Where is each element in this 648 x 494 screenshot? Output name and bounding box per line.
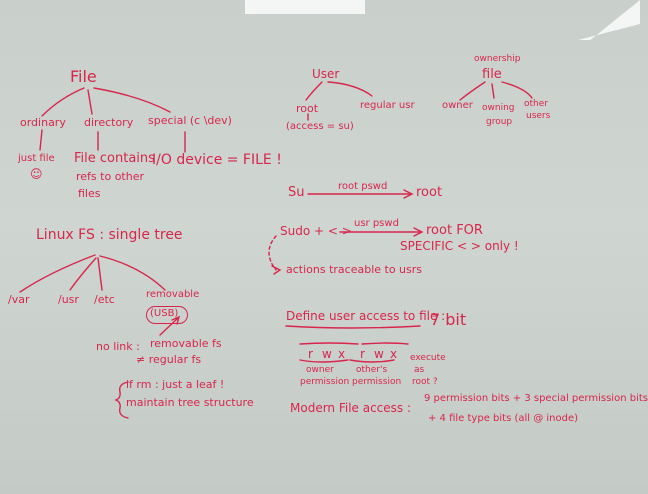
usb-circle xyxy=(146,306,188,324)
maintain-label: maintain tree structure xyxy=(126,396,254,409)
special-label: special (c \dev) xyxy=(148,114,232,127)
su-arrow-head xyxy=(403,189,414,199)
owner-perm-label: owner xyxy=(306,365,334,375)
perm-bit-r2: r xyxy=(360,347,365,361)
others-underline xyxy=(349,359,395,363)
perm-bit-r1: r xyxy=(308,347,313,361)
brace xyxy=(114,381,129,419)
group-label: group xyxy=(486,117,513,127)
ownership-file: file xyxy=(482,67,502,82)
fs-usb: (USB) xyxy=(150,308,179,319)
sudo-label: Sudo + < > xyxy=(280,224,352,238)
root-label: root xyxy=(296,102,319,115)
ownership-branch-other xyxy=(501,81,533,99)
fs-branch-removable xyxy=(99,255,166,291)
user-branch-root xyxy=(305,81,323,101)
ordinary-to-just-file xyxy=(39,129,43,151)
specific-label: SPECIFIC < > only ! xyxy=(400,239,519,253)
regular-fs-label: ≠ regular fs xyxy=(136,353,202,366)
fs-removable: removable xyxy=(146,289,200,300)
ownership-branch-owner xyxy=(459,81,486,101)
if-rm-label: if rm : just a leaf ! xyxy=(126,378,225,391)
other-label: other xyxy=(524,99,548,109)
root-pswd-label: root pswd xyxy=(338,181,388,192)
perm-bit-w1: w xyxy=(322,347,332,361)
fs-branch-usr xyxy=(69,257,97,291)
io-device-label: I/O device = FILE ! xyxy=(152,152,282,168)
file-branch-special xyxy=(93,87,171,113)
su-label: Su xyxy=(288,185,305,200)
nolink-arrow xyxy=(159,317,179,336)
file-branch-ordinary xyxy=(41,87,85,117)
define-label: Define user access to file : xyxy=(286,309,446,323)
nolink-label: no link : xyxy=(96,340,140,353)
perm-bit-w2: w xyxy=(374,347,384,361)
user-branch-regular xyxy=(327,81,373,97)
actions-arrow-head xyxy=(271,265,282,275)
fs-usr: /usr xyxy=(58,293,79,306)
modern-line2: + 4 file type bits (all @ inode) xyxy=(428,413,579,424)
owner-label: owner xyxy=(442,100,473,111)
fs-branch-etc xyxy=(97,257,103,291)
owner-perm-label2: permission xyxy=(300,377,350,387)
others-label: other's xyxy=(356,365,388,375)
ownership-branch-group xyxy=(491,83,495,99)
refs-label: refs to other xyxy=(76,170,144,183)
ordinary-label: ordinary xyxy=(20,116,66,129)
directory-label: directory xyxy=(84,116,134,129)
regular-usr-label: regular usr xyxy=(360,100,415,111)
rwx-bracket-1 xyxy=(299,342,359,345)
file-root: File xyxy=(70,67,97,86)
just-file-label: just file xyxy=(18,153,55,164)
fs-var: /var xyxy=(8,293,30,306)
define-underline xyxy=(285,325,421,329)
rwx-bracket-2 xyxy=(361,342,409,345)
actions-dotted-arrow xyxy=(268,235,277,271)
fs-branch-var xyxy=(19,254,96,293)
files-label: files xyxy=(78,187,101,200)
root-q-label: root ? xyxy=(412,377,438,387)
usr-pswd-label: usr pswd xyxy=(354,218,399,229)
actions-label: actions traceable to usrs xyxy=(286,263,423,276)
owning-label: owning xyxy=(482,103,515,113)
users-label: users xyxy=(526,111,551,121)
seven-bit-label: 7 bit xyxy=(430,310,467,329)
perm-bit-x2: x xyxy=(390,347,398,361)
root-for-label: root FOR xyxy=(426,223,483,238)
execute-label: execute xyxy=(410,353,446,363)
others-perm-label: permission xyxy=(352,377,402,387)
su-root-label: root xyxy=(416,185,443,200)
modern-line1: 9 permission bits + 3 special permission… xyxy=(424,393,648,404)
light-reflection xyxy=(245,0,365,14)
smile-icon: ☺ xyxy=(30,167,43,181)
modern-label: Modern File access : xyxy=(290,401,412,415)
user-root: User xyxy=(312,67,340,81)
as-label: as xyxy=(414,365,425,375)
sudo-arrow-head xyxy=(413,227,424,237)
removable-fs-label: removable fs xyxy=(150,337,222,350)
perm-bit-x1: x xyxy=(338,347,346,361)
access-su-label: (access = su) xyxy=(286,121,354,132)
file-branch-directory xyxy=(87,89,93,115)
owner-underline xyxy=(299,359,349,363)
file-contains-label: File contains xyxy=(74,151,155,166)
ownership-label: ownership xyxy=(474,54,521,64)
fs-etc: /etc xyxy=(94,293,115,306)
linux-fs-title: Linux FS : single tree xyxy=(36,227,183,243)
